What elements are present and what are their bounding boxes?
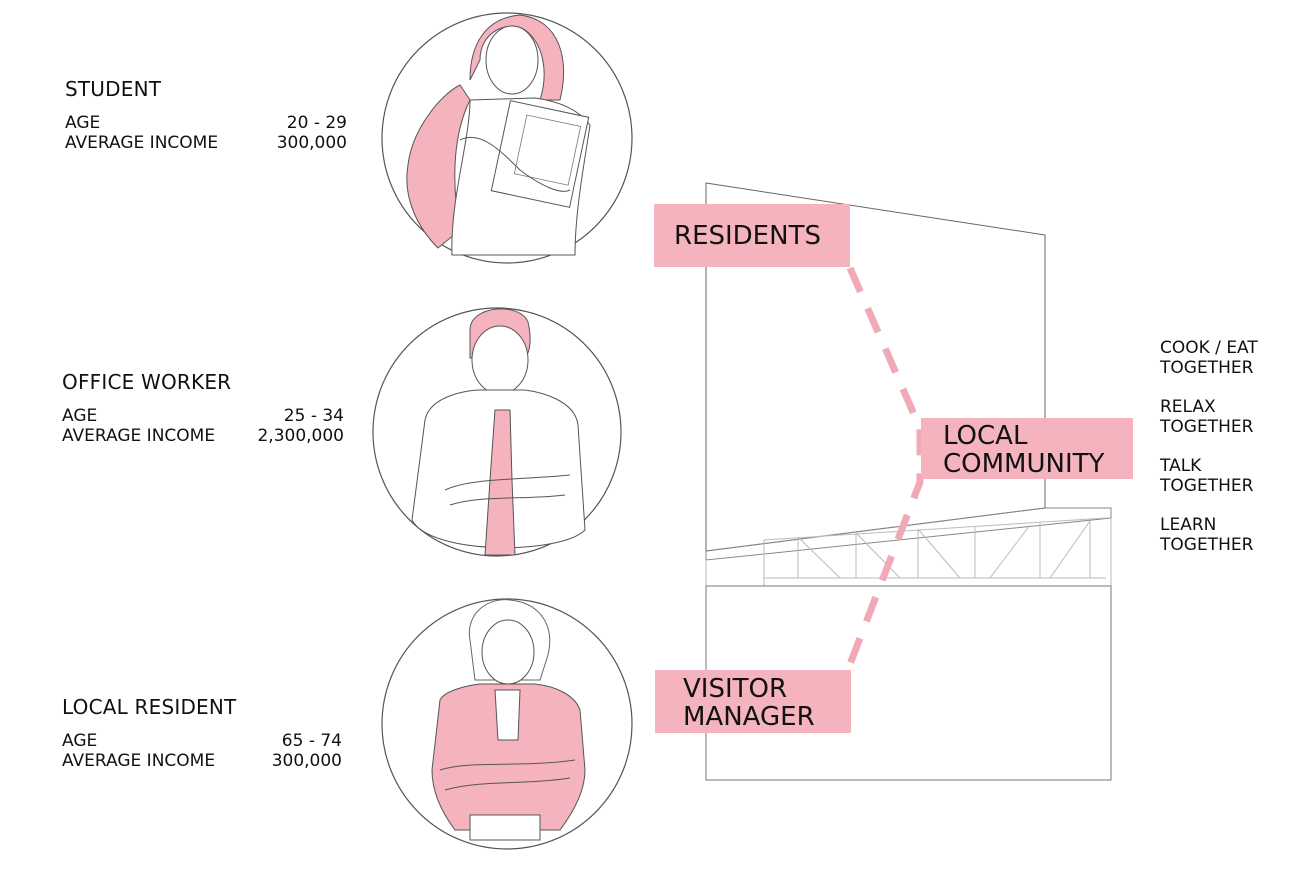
stat-row-age: AGE 25 - 34 bbox=[62, 406, 344, 426]
persona-stats-student: AGE 20 - 29 AVERAGE INCOME 300,000 bbox=[65, 113, 347, 153]
persona-stats-local-resident: AGE 65 - 74 AVERAGE INCOME 300,000 bbox=[62, 731, 342, 771]
stat-value-income: 300,000 bbox=[271, 751, 342, 771]
persona-title-office-worker: OFFICE WORKER bbox=[62, 370, 232, 394]
stat-label-age: AGE bbox=[65, 113, 101, 133]
activity-line-1: LEARN bbox=[1160, 515, 1217, 535]
stat-label-income: AVERAGE INCOME bbox=[65, 133, 219, 153]
activity-learn: LEARN TOGETHER bbox=[1160, 515, 1253, 555]
stat-row-income: AVERAGE INCOME 2,300,000 bbox=[62, 426, 344, 446]
stat-row-income: AVERAGE INCOME 300,000 bbox=[62, 751, 342, 771]
persona-title-student: STUDENT bbox=[65, 77, 162, 101]
activity-line-2: TOGETHER bbox=[1160, 535, 1254, 555]
activity-line-1: TALK bbox=[1160, 456, 1202, 476]
stat-value-income: 2,300,000 bbox=[257, 426, 344, 446]
activity-talk: TALK TOGETHER bbox=[1160, 456, 1253, 496]
stat-value-age: 20 - 29 bbox=[286, 113, 347, 133]
activity-line-1: RELAX bbox=[1160, 397, 1216, 417]
activity-line-2: TOGETHER bbox=[1160, 417, 1254, 437]
activity-line-2: TOGETHER bbox=[1160, 358, 1254, 378]
local-resident-portrait bbox=[381, 598, 633, 850]
local-community-line-1: LOCAL bbox=[943, 421, 1028, 451]
local-community-line-2: COMMUNITY bbox=[943, 449, 1105, 479]
activity-line-1: COOK / EAT bbox=[1160, 338, 1258, 358]
visitor-manager-label: VISITOR MANAGER bbox=[655, 670, 851, 733]
stat-label-age: AGE bbox=[62, 406, 98, 426]
truss-structure bbox=[705, 517, 1112, 587]
visitor-manager-line-1: VISITOR bbox=[683, 674, 788, 704]
stat-row-age: AGE 20 - 29 bbox=[65, 113, 347, 133]
stat-row-income: AVERAGE INCOME 300,000 bbox=[65, 133, 347, 153]
persona-title-local-resident: LOCAL RESIDENT bbox=[62, 695, 237, 719]
connection-dashed-line bbox=[843, 266, 924, 674]
residents-label-text: RESIDENTS bbox=[674, 221, 821, 251]
floor-slab bbox=[705, 507, 1112, 561]
stat-label-age: AGE bbox=[62, 731, 98, 751]
stat-label-income: AVERAGE INCOME bbox=[62, 426, 216, 446]
stat-value-age: 65 - 74 bbox=[281, 731, 342, 751]
activity-cook-eat: COOK / EAT TOGETHER bbox=[1160, 338, 1258, 378]
stat-value-age: 25 - 34 bbox=[283, 406, 344, 426]
office-worker-portrait bbox=[372, 307, 622, 557]
persona-stats-office-worker: AGE 25 - 34 AVERAGE INCOME 2,300,000 bbox=[62, 406, 344, 446]
stat-label-income: AVERAGE INCOME bbox=[62, 751, 216, 771]
stat-row-age: AGE 65 - 74 bbox=[62, 731, 342, 751]
activity-line-2: TOGETHER bbox=[1160, 476, 1254, 496]
local-community-label: LOCAL COMMUNITY bbox=[921, 418, 1133, 479]
student-portrait bbox=[381, 12, 633, 264]
visitor-manager-line-2: MANAGER bbox=[683, 702, 815, 732]
stat-value-income: 300,000 bbox=[276, 133, 347, 153]
residents-label: RESIDENTS bbox=[654, 204, 850, 267]
activity-relax: RELAX TOGETHER bbox=[1160, 397, 1253, 437]
